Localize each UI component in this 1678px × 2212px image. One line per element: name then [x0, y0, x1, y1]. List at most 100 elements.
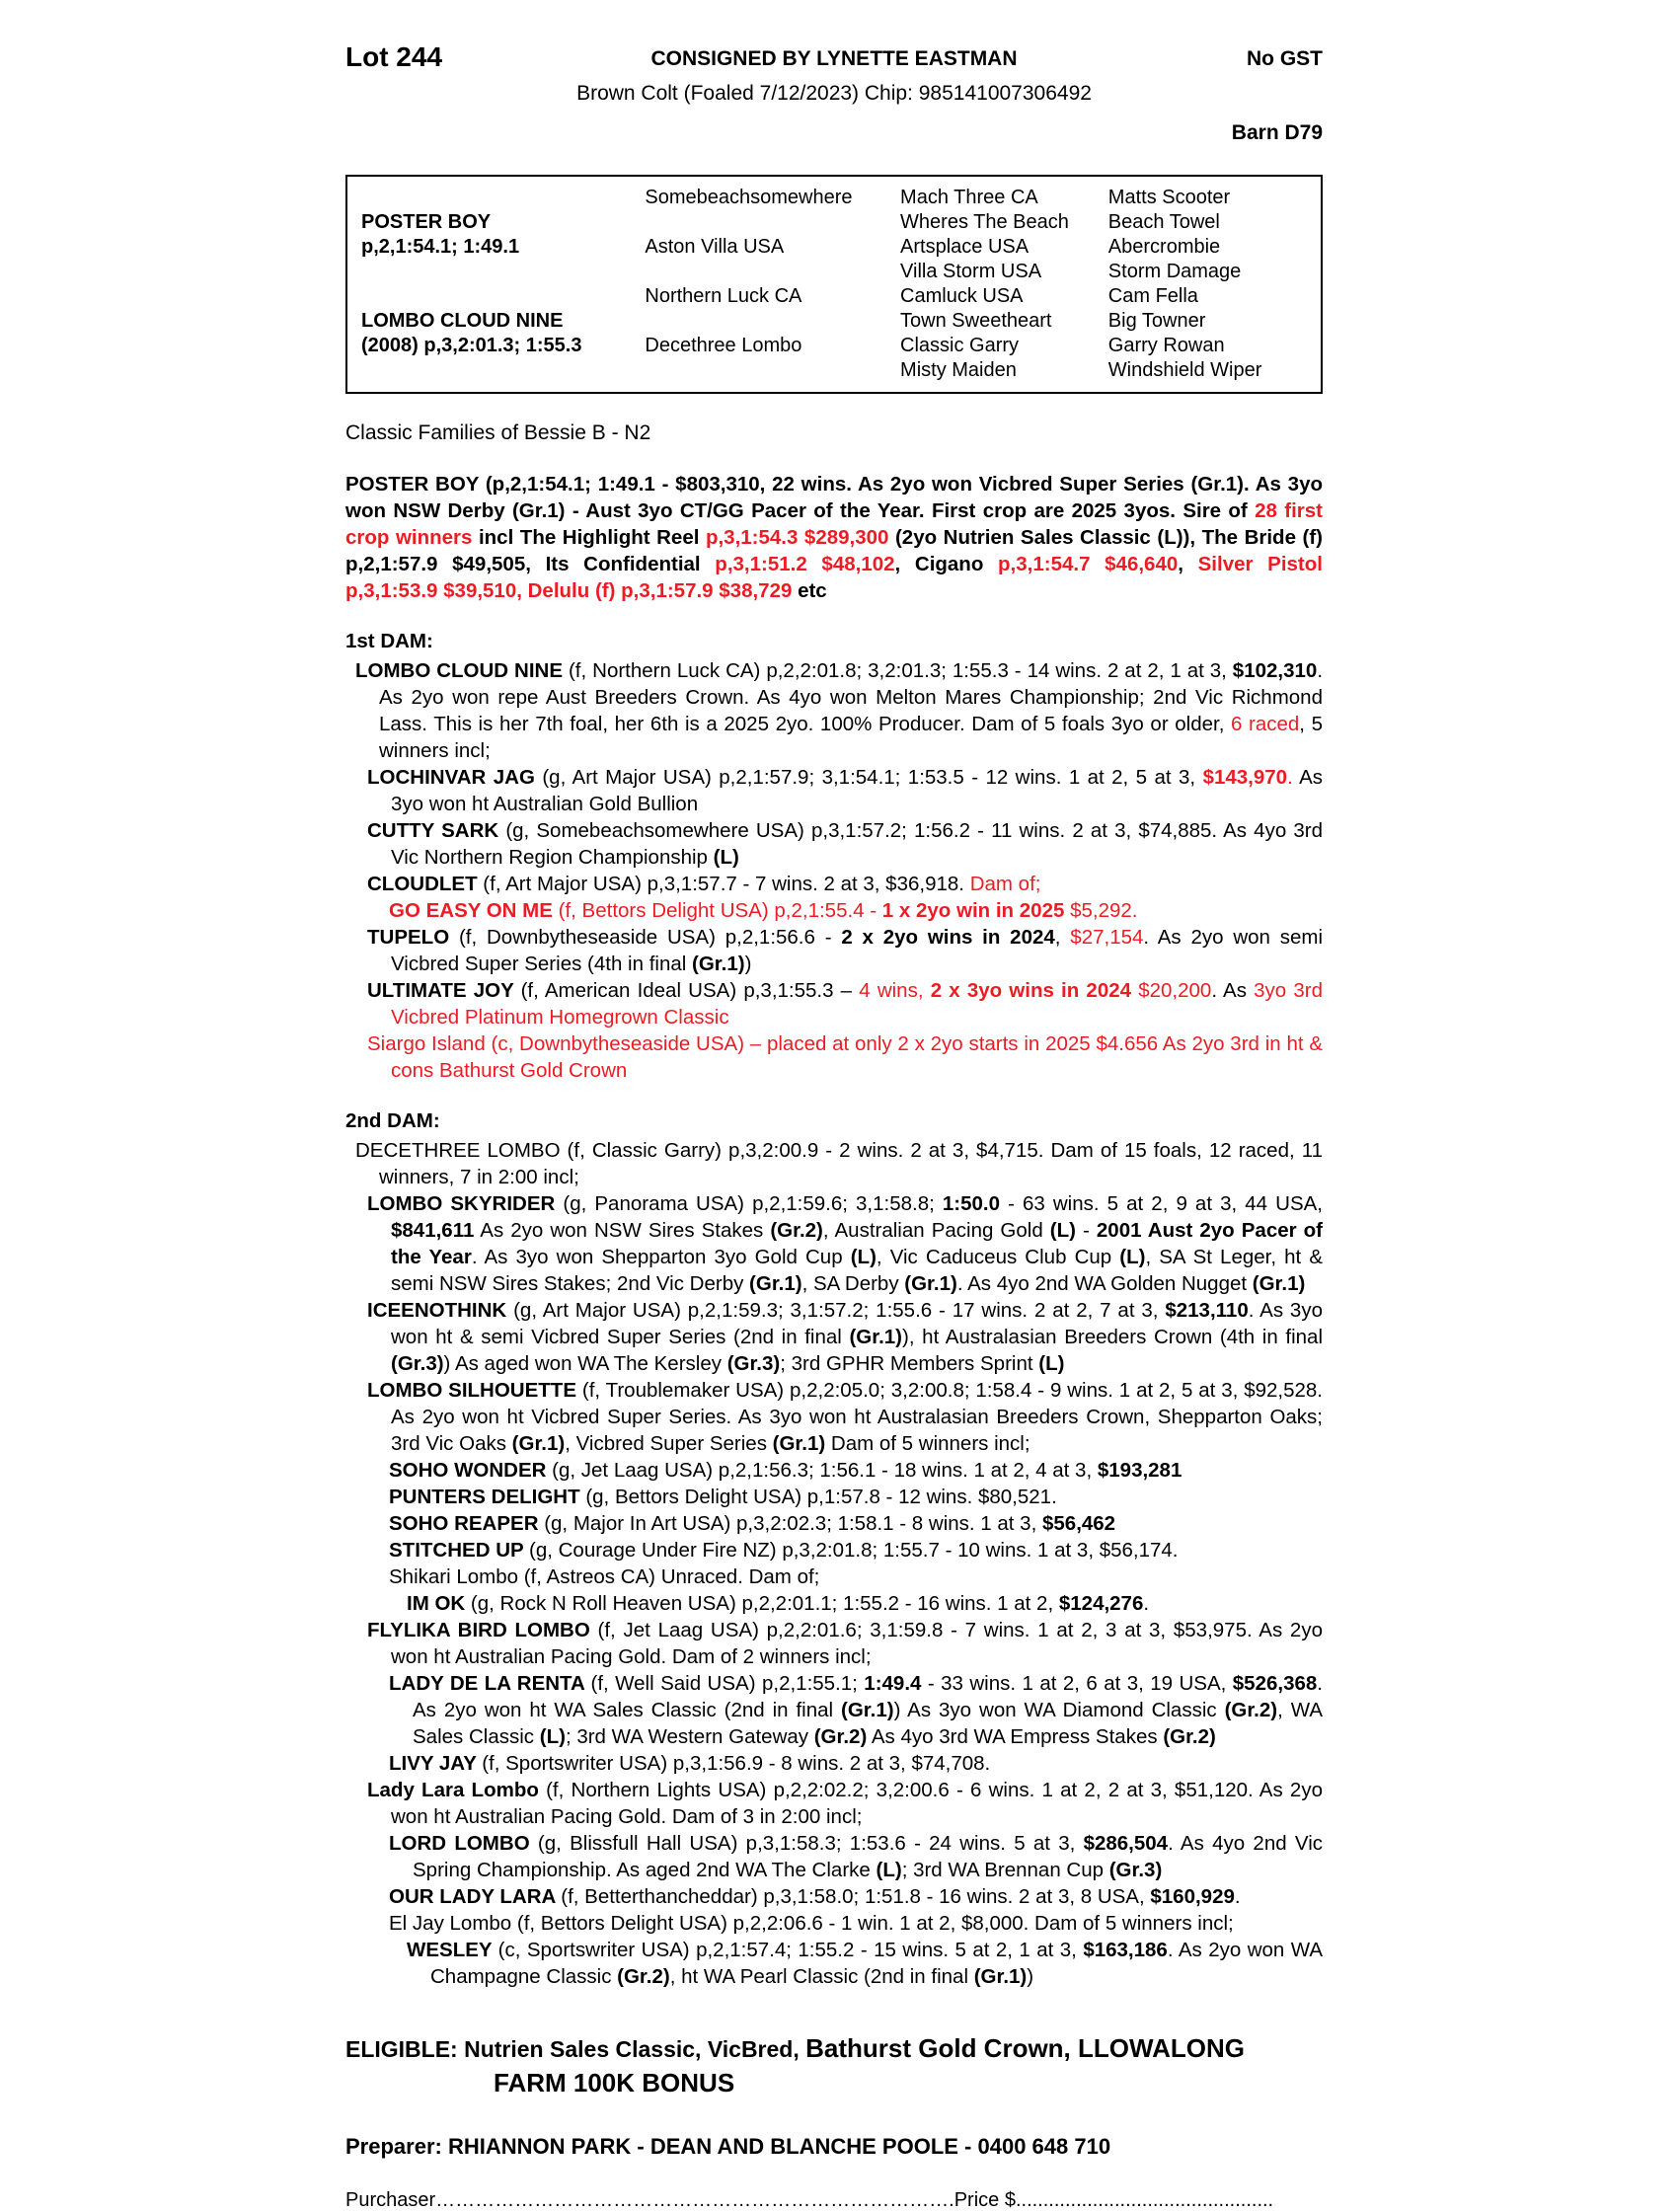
- text-segment: (g, Major In Art USA) p,3,2:02.3; 1:58.1…: [544, 1512, 1042, 1535]
- pedigree-name: Northern Luck CA: [645, 285, 802, 307]
- text-segment: . As 4yo 2nd WA Golden Nugget: [956, 1272, 1253, 1295]
- text-segment: Siargo Island (c, Downbytheseaside USA) …: [367, 1032, 1323, 1082]
- text-segment: 1 x 2yo win in 2025: [881, 899, 1071, 922]
- consignor-line: CONSIGNED BY LYNETTE EASTMAN: [650, 47, 1018, 70]
- text-segment: (Gr.1): [772, 1432, 826, 1455]
- text-segment: $5,292.: [1070, 899, 1138, 922]
- pedigree-empty-cell: [361, 284, 645, 309]
- text-segment: ; 3rd WA Brennan Cup: [901, 1859, 1109, 1881]
- pedigree-entry: El Jay Lombo (f, Bettors Delight USA) p,…: [345, 1910, 1323, 1937]
- pedigree-entry: GO EASY ON ME (f, Bettors Delight USA) p…: [345, 897, 1323, 924]
- text-segment: CLOUDLET: [367, 873, 484, 895]
- text-segment: (g, Somebeachsomewhere USA) p,3,1:57.2; …: [391, 819, 1323, 869]
- text-segment: (g, Art Major USA) p,2,1:59.3; 3,1:57.2;…: [513, 1299, 1166, 1322]
- text-segment: .: [1143, 1592, 1150, 1615]
- text-segment: ICEENOTHINK: [367, 1299, 514, 1322]
- pedigree-entry: Siargo Island (c, Downbytheseaside USA) …: [345, 1030, 1323, 1084]
- text-segment: $160,929: [1150, 1885, 1235, 1908]
- lot-number: Lot 244: [345, 41, 443, 72]
- text-segment: 1:50.0: [942, 1192, 1001, 1215]
- gst-label: No GST: [1247, 47, 1323, 70]
- pedigree-entry: ULTIMATE JOY (f, American Ideal USA) p,3…: [345, 977, 1323, 1030]
- pedigree-name: Abercrombie: [1107, 236, 1221, 258]
- text-segment: (f, Art Major USA) p,3,1:57.7 - 7 wins. …: [483, 873, 970, 895]
- text-segment: ; 3rd WA Western Gateway: [565, 1725, 814, 1748]
- text-segment: (L): [713, 846, 739, 869]
- text-segment: ) As aged won WA The Kersley: [443, 1352, 727, 1375]
- text-segment: ULTIMATE JOY: [367, 979, 521, 1002]
- horse-description: Brown Colt (Foaled 7/12/2023) Chip: 9851…: [576, 82, 1092, 105]
- text-segment: (g, Blissfull Hall USA) p,3,1:58.3; 1:53…: [537, 1832, 1084, 1855]
- pedigree-entry: CUTTY SARK (g, Somebeachsomewhere USA) p…: [345, 817, 1323, 871]
- text-segment: 28 first crop winners: [345, 499, 1323, 549]
- text-segment: El Jay Lombo (f, Bettors Delight USA) p,…: [389, 1912, 1234, 1935]
- text-segment: . As 3yo won ht & semi Vicbred Super Ser…: [391, 1299, 1323, 1348]
- text-segment: LIVY JAY: [389, 1752, 483, 1775]
- text-segment: (f, Jet Laag USA) p,2,2:01.6; 3,1:59.8 -…: [391, 1619, 1323, 1668]
- text-segment: . As: [1211, 979, 1255, 1002]
- text-segment: LOCHINVAR JAG: [367, 766, 543, 789]
- text-segment: ELIGIBLE: Nutrien Sales Classic, VicBred…: [345, 2036, 806, 2062]
- text-segment: $27,154: [1070, 926, 1144, 949]
- text-segment: incl The Highlight Reel: [478, 526, 706, 549]
- text-segment: FLYLIKA BIRD LOMBO: [367, 1619, 598, 1641]
- pedigree-name: Camluck USA: [900, 285, 1024, 307]
- text-segment: ): [744, 953, 752, 975]
- second-dam-section: 2nd DAM: DECETHREE LOMBO (f, Classic Gar…: [345, 1109, 1323, 1990]
- pedigree-entry: Shikari Lombo (f, Astreos CA) Unraced. D…: [345, 1564, 1323, 1590]
- pedigree-entry: Lady Lara Lombo (f, Northern Lights USA)…: [345, 1777, 1323, 1830]
- text-segment: Lady Lara Lombo: [367, 1779, 547, 1801]
- text-segment: LADY DE LA RENTA: [389, 1672, 591, 1695]
- text-segment: PUNTERS DELIGHT: [389, 1486, 586, 1508]
- text-segment: , Cigano: [894, 553, 999, 575]
- pedigree-name: Wheres The Beach: [900, 211, 1069, 233]
- text-segment: SOHO WONDER: [389, 1459, 553, 1482]
- text-segment: (L): [1119, 1246, 1146, 1268]
- text-segment: (g, Bettors Delight USA) p,1:57.8 - 12 w…: [585, 1486, 1057, 1508]
- text-segment: STITCHED UP: [389, 1539, 529, 1562]
- text-segment: $286,504: [1083, 1832, 1169, 1855]
- text-segment: -: [1075, 1219, 1097, 1242]
- text-segment: (Gr.2): [813, 1725, 868, 1748]
- eligible-line: ELIGIBLE: Nutrien Sales Classic, VicBred…: [345, 2031, 1323, 2100]
- text-segment: (L): [539, 1725, 566, 1748]
- text-segment: (f, Betterthancheddar) p,3,1:58.0; 1:51.…: [561, 1885, 1151, 1908]
- page-header: Lot 244 CONSIGNED BY LYNETTE EASTMAN No …: [345, 41, 1323, 145]
- text-segment: $124,276: [1058, 1592, 1144, 1615]
- text-segment: Dam of;: [969, 873, 1041, 895]
- text-segment: LORD LOMBO: [389, 1832, 538, 1855]
- text-segment: WESLEY: [407, 1939, 498, 1961]
- pedigree-name: (2008) p,3,2:01.3; 1:55.3: [361, 335, 582, 356]
- text-segment: . As 2yo won repe Aust Breeders Crown. A…: [379, 659, 1324, 735]
- pedigree-name: Town Sweetheart: [900, 310, 1052, 332]
- text-segment: Bathurst Gold Crown,: [805, 2033, 1079, 2063]
- pedigree-name: Classic Garry: [900, 335, 1020, 356]
- text-segment: ): [1027, 1965, 1034, 1988]
- text-segment: p,3,1:51.2 $48,102: [715, 553, 895, 575]
- text-segment: $143,970: [1202, 766, 1288, 789]
- family-line: Classic Families of Bessie B - N2: [345, 421, 651, 444]
- text-segment: .: [1234, 1885, 1241, 1908]
- text-segment: (f, Bettors Delight USA) p,2,1:55.4 -: [558, 899, 882, 922]
- barn-label: Barn D79: [1231, 121, 1323, 144]
- first-dam-entries: LOMBO CLOUD NINE (f, Northern Luck CA) p…: [345, 657, 1323, 1084]
- second-dam-entries: DECETHREE LOMBO (f, Classic Garry) p,3,2…: [345, 1137, 1323, 1990]
- pedigree-entry: OUR LADY LARA (f, Betterthancheddar) p,3…: [345, 1883, 1323, 1910]
- pedigree-entry: LOMBO SKYRIDER (g, Panorama USA) p,2,1:5…: [345, 1190, 1323, 1297]
- text-segment: (Gr.3): [1108, 1859, 1163, 1881]
- text-segment: ,: [1178, 553, 1198, 575]
- pedigree-empty-cell: [645, 210, 900, 235]
- pedigree-name: Aston Villa USA: [645, 236, 785, 258]
- text-segment: (Gr.2): [770, 1219, 823, 1242]
- text-segment: $102,310: [1232, 659, 1318, 682]
- second-dam-heading: 2nd DAM:: [345, 1109, 440, 1132]
- text-segment: , WA Sales Classic: [413, 1699, 1323, 1748]
- pedigree-entry: LOMBO SILHOUETTE (f, Troublemaker USA) p…: [345, 1377, 1323, 1457]
- text-segment: TUPELO: [367, 926, 459, 949]
- text-segment: etc: [798, 579, 827, 602]
- pedigree-name: Mach Three CA: [900, 187, 1038, 208]
- text-segment: (Gr.1): [511, 1432, 566, 1455]
- text-segment: 2 x 3yo wins in 2024: [930, 979, 1139, 1002]
- text-segment: (f, Northern Lights USA) p,2,2:02.2; 3,2…: [391, 1779, 1323, 1828]
- text-segment: (Gr.2): [617, 1965, 670, 1988]
